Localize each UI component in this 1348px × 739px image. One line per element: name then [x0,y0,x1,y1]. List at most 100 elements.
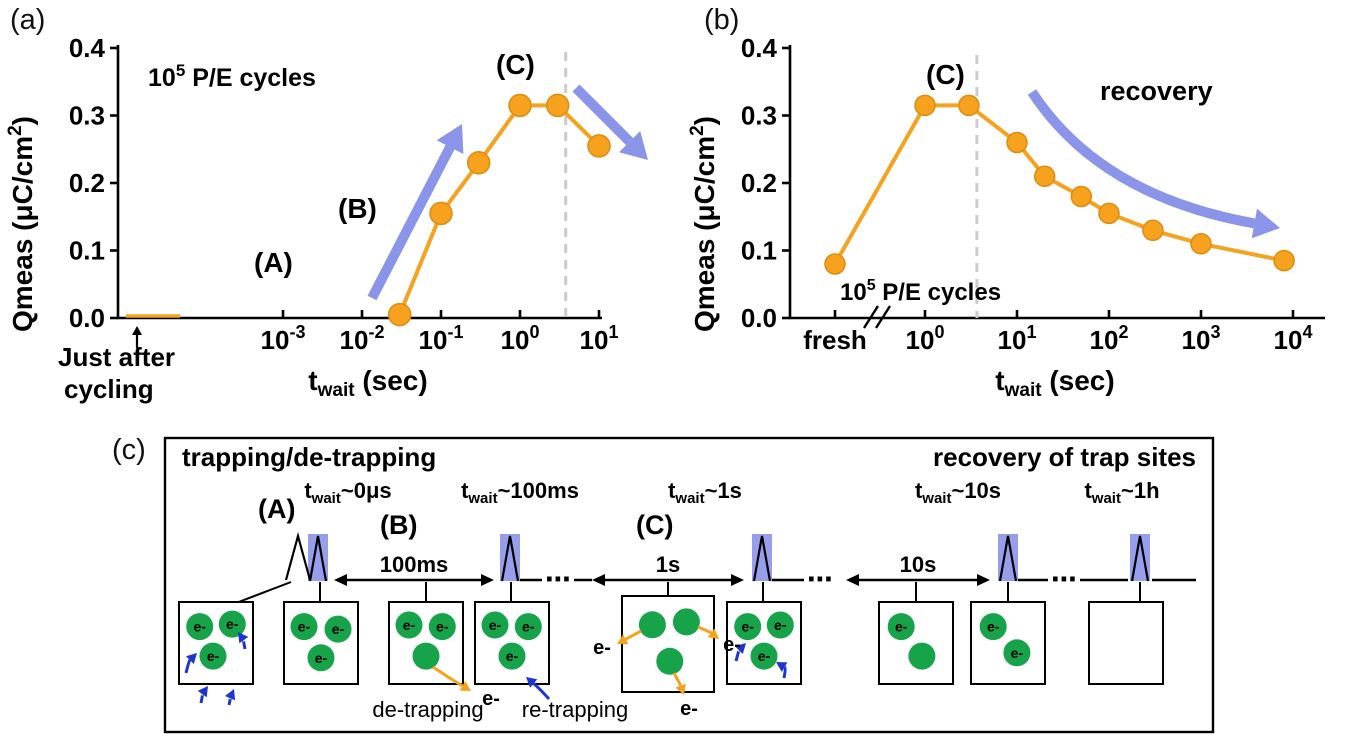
b-x-tick-label: 103 [1182,322,1221,355]
c-electron-symbol: e- [489,617,502,633]
panel-b-tag: (b) [704,4,740,36]
b-stage-label-C: (C) [926,59,965,90]
b-y-tick-label: 0.1 [741,236,777,266]
c-interval-arrowhead-left [592,574,605,586]
a-data-point [387,302,412,327]
a-y-tick-label: 0.2 [69,168,105,198]
c-electron-symbol: e- [207,648,220,664]
c-trap-box-wait-10s [878,601,954,685]
c-retrapping-arrow-head [776,662,788,672]
b-data-point [958,94,980,117]
c-interval-arrowhead-right [481,574,494,586]
c-trapped-electron [750,642,778,670]
a-y-tick-label: 0.4 [69,33,106,63]
c-free-electron: e- [723,634,741,656]
c-interval-label-1: 1s [656,552,680,577]
c-detrapping-arrow-shaft [697,625,713,635]
b-x-tick-label: 104 [1274,322,1313,355]
c-detrapping-arrow-head [675,683,686,695]
b-x-tick-label: 100 [906,322,945,355]
c-electron-symbol: e- [436,619,449,635]
a-y-tick-label: 0.1 [69,236,105,266]
b-data-point [1190,233,1212,255]
c-pulse-spike [998,535,1018,582]
b-cycles-note: 105 P/E cycles [840,277,1001,306]
a-x-tick-label: 101 [580,322,619,355]
c-free-electron: e- [593,637,611,659]
c-retrapping-arrow-shaft [782,665,787,679]
c-pulse-label-1: twait~100ms [461,478,579,507]
b-y-tick-label: 0.3 [741,101,777,131]
b-recovery-trend-arrow-shaft [1027,89,1256,229]
c-legend-de-trapping: de-trapping [372,697,483,722]
a-cycles-note: 105 P/E cycles [148,61,316,92]
c-retrapping-arrow-head [197,686,208,698]
c-retrapping-arrow-head [186,653,197,664]
c-retrapping-arrow-shaft [184,659,192,674]
b-data-point [824,253,846,275]
a-y-tick-label: 0.3 [69,101,105,131]
c-empty-trap [656,647,684,675]
c-electron-symbol: e- [895,619,908,635]
b-data-point [1142,219,1164,242]
a-axis-note-line2: cycling [64,374,154,404]
c-outer-box [163,436,1215,734]
a-x-tick-label: 10-2 [340,322,385,355]
c-retrapping-arrow-shaft [199,692,204,704]
a-x-tick-label: 100 [501,322,540,355]
a-rise-trend-arrow-head [436,124,464,154]
c-free-electron: e- [680,698,698,720]
c-trapped-electron [324,615,352,643]
c-connector-initial [235,581,292,604]
c-interval-label-2: 10s [900,552,937,577]
c-electron-symbol: e- [193,619,206,635]
c-electron-symbol: e- [522,619,535,635]
a-data-point [466,151,491,175]
b-data-point [1070,185,1093,208]
a-stage-label-B: (B) [338,193,377,224]
c-electron-symbol: e- [315,650,328,666]
b-y-tick-label: 0.4 [741,33,778,63]
c-interval-arrowhead-left [846,574,859,586]
a-series-line [397,103,601,316]
c-trapped-electron [307,644,335,672]
b-x-axis-label: twait (sec) [995,365,1114,401]
c-pulse-spike [308,535,328,582]
panel-a-tag: (a) [10,4,46,36]
c-pulse-spike [1130,535,1150,582]
c-electron-symbol: e- [741,619,754,635]
c-trapped-electron [481,611,509,639]
c-detrapping-arrow-shaft [672,672,683,687]
b-y-tick-label: 0.0 [741,303,777,333]
c-free-electron: e- [482,688,500,710]
b-recovery-trend-arrow-head [1251,208,1280,239]
panel-c-tag: (c) [112,434,146,466]
c-trapped-electron [979,613,1007,641]
c-pulse-label-3: twait~10s [915,478,1001,507]
a-data-point [587,134,611,158]
c-pulse-spike [752,535,772,582]
c-electron-symbol: e- [332,621,345,637]
c-pulse-spike [500,535,520,582]
a-fall-trend-arrow-shaft [572,84,634,146]
c-electron-symbol: e- [506,648,519,664]
a-x-axis-label: twait (sec) [308,365,427,401]
c-interval-arrowhead-left [334,574,347,586]
c-trapped-electron [290,613,318,641]
c-trap-box-pulse-1h [1088,601,1164,685]
b-data-point [1006,131,1028,154]
c-detrapping-arrow-head [707,628,719,639]
c-ellipsis: ⋯ [545,564,571,594]
a-stage-label-C: (C) [496,49,535,80]
b-axis-break-1 [862,305,880,329]
a-x-tick-label: 10-3 [261,322,306,355]
c-ellipsis: ⋯ [1051,564,1077,594]
a-fall-trend-arrow-head [619,131,648,160]
b-data-point [1033,165,1056,188]
b-axis-break-2 [874,305,892,329]
c-electron-symbol: e- [1011,645,1024,661]
c-retrapping-arrow-head [526,677,538,688]
